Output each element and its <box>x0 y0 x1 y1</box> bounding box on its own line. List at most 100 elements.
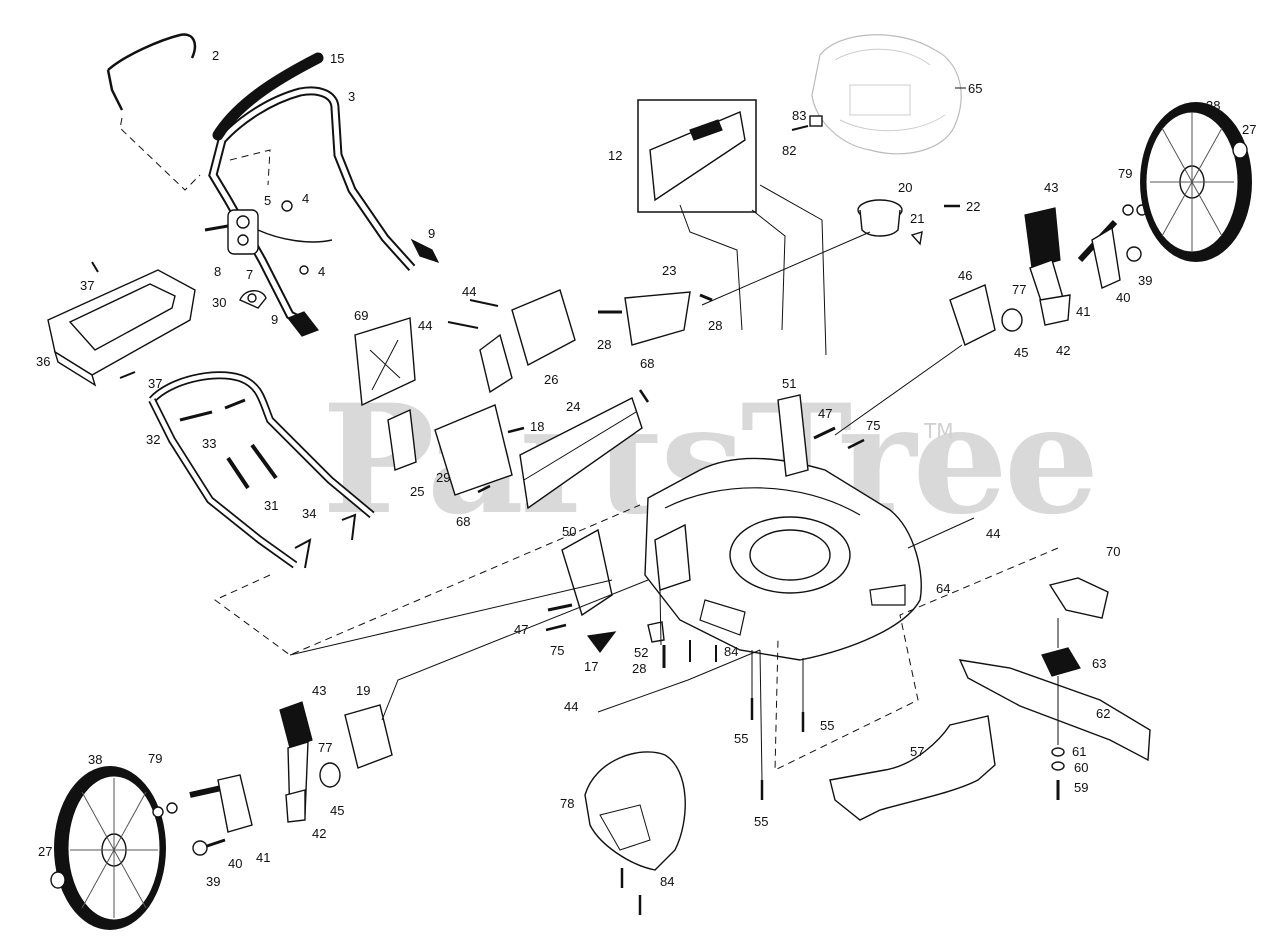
callout-9b: 9 <box>271 312 278 327</box>
callout-50: 50 <box>562 524 576 539</box>
callout-33: 33 <box>202 436 216 451</box>
bolts-44 <box>447 299 499 329</box>
callout-27b: 27 <box>38 844 52 859</box>
wheel-38a <box>1140 102 1252 262</box>
callout-44c: 44 <box>986 526 1000 541</box>
bolt-8 <box>204 224 229 232</box>
handle-grip-15 <box>212 52 324 141</box>
callout-31: 31 <box>264 498 278 513</box>
callout-36: 36 <box>36 354 50 369</box>
nut-4a <box>281 200 293 212</box>
bolt-39b <box>192 838 226 856</box>
bolt-47b <box>547 603 573 612</box>
bolts-33 <box>179 398 246 422</box>
clip-9a <box>410 238 440 264</box>
grommet-20 <box>857 199 903 237</box>
callout-45a: 45 <box>1014 345 1028 360</box>
rear-cover-78 <box>584 751 686 871</box>
upper-handle <box>208 86 416 325</box>
engine-outline <box>811 34 962 155</box>
clip-17 <box>586 631 617 653</box>
callout-84b: 84 <box>660 874 674 889</box>
dash-handle-to-deck <box>214 504 641 656</box>
dash-blade <box>774 547 1059 771</box>
callout-41a: 41 <box>1076 304 1090 319</box>
deflector-23 <box>624 291 691 346</box>
washer-45b <box>319 762 341 788</box>
callout-78: 78 <box>560 796 574 811</box>
callout-77b: 77 <box>318 740 332 755</box>
callout-28b: 28 <box>708 318 722 333</box>
callout-70: 70 <box>1106 544 1120 559</box>
callout-19: 19 <box>356 683 370 698</box>
callout-77a: 77 <box>1012 282 1026 297</box>
callout-38a: 38 <box>1206 98 1220 113</box>
callout-44a: 44 <box>462 284 476 299</box>
chute-29 <box>434 404 513 496</box>
callout-3: 3 <box>348 89 355 104</box>
spring-37b <box>119 371 136 379</box>
callout-39a: 39 <box>1138 273 1152 288</box>
callout-47a: 47 <box>818 406 832 421</box>
height-adjuster-46 <box>949 284 996 346</box>
callout-40a: 40 <box>1116 290 1130 305</box>
bolts-84a <box>689 640 717 662</box>
blade-62 <box>958 659 1151 762</box>
bracket-40b <box>217 774 253 833</box>
callout-23: 23 <box>662 263 676 278</box>
screw-75a <box>847 438 865 450</box>
baffle-57 <box>829 715 996 821</box>
cover-box-12 <box>637 99 757 213</box>
callout-55c: 55 <box>754 814 768 829</box>
leader-44c <box>907 517 975 549</box>
callout-27a: 27 <box>1242 122 1256 137</box>
callout-69: 69 <box>354 308 368 323</box>
callout-8: 8 <box>214 264 221 279</box>
callout-43b: 43 <box>312 683 326 698</box>
blade-adapter-63 <box>1041 647 1081 677</box>
cable <box>257 229 333 243</box>
door-69 <box>354 317 416 407</box>
callout-61: 61 <box>1072 744 1086 759</box>
wheel-38b <box>54 766 166 930</box>
bracket-26 <box>479 289 576 394</box>
washers-79b <box>152 802 178 818</box>
callout-42b: 42 <box>312 826 326 841</box>
leader-55 <box>751 649 804 781</box>
callout-62: 62 <box>1096 706 1110 721</box>
callout-52: 52 <box>634 645 648 660</box>
callout-38b: 38 <box>88 752 102 767</box>
nut-27b <box>50 871 66 889</box>
callout-20: 20 <box>898 180 912 195</box>
washer-45a <box>1001 308 1023 332</box>
washers-61-60-59 <box>1051 747 1065 800</box>
rear-flap-24 <box>519 397 643 510</box>
nut-27a <box>1232 141 1248 159</box>
bolts-55 <box>750 698 805 800</box>
callout-32: 32 <box>146 432 160 447</box>
leader-19 <box>381 579 649 721</box>
bolt-47a <box>813 426 836 440</box>
trademark-mark: TM <box>923 419 953 443</box>
callout-51: 51 <box>782 376 796 391</box>
leader-52 <box>659 589 662 646</box>
bag-handle-36 <box>47 269 196 387</box>
clip-52 <box>647 621 665 643</box>
callout-25: 25 <box>410 484 424 499</box>
callout-47b: 47 <box>514 622 528 637</box>
bail-bar-2 <box>106 33 197 111</box>
callout-59: 59 <box>1074 780 1088 795</box>
leader-12b <box>751 209 786 331</box>
callout-5: 5 <box>264 193 271 208</box>
screw-18 <box>507 426 525 434</box>
clips-34 <box>294 513 357 569</box>
screw-83-82 <box>791 115 823 131</box>
callout-44d: 44 <box>564 699 578 714</box>
dash-handle <box>229 149 271 186</box>
callout-39b: 39 <box>206 874 220 889</box>
callout-75a: 75 <box>866 418 880 433</box>
bolt-39a <box>1126 246 1142 262</box>
callout-18: 18 <box>530 419 544 434</box>
callout-79b: 79 <box>148 751 162 766</box>
